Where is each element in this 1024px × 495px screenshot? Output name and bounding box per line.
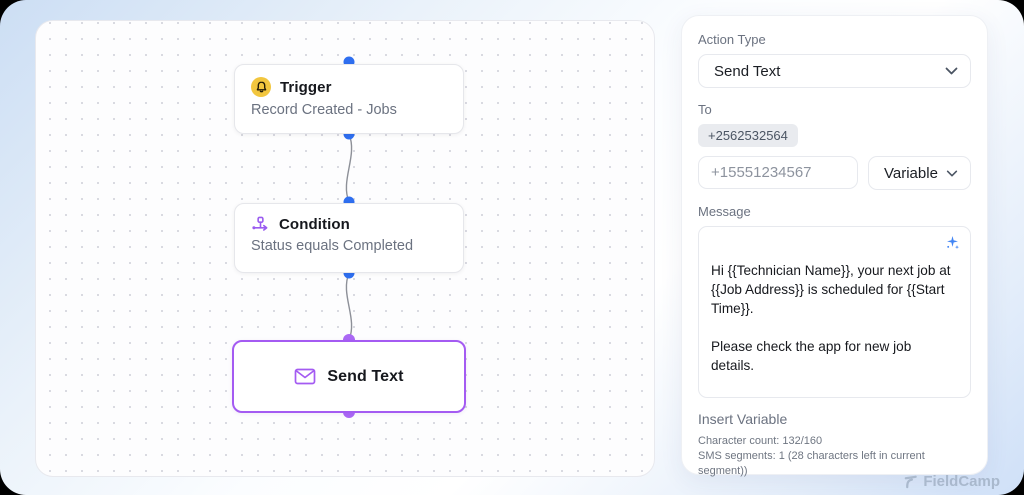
node-condition[interactable]: Condition Status equals Completed <box>234 203 464 273</box>
sms-segments: SMS segments: 1 (28 characters left in c… <box>698 450 925 477</box>
node-condition-title: Condition <box>279 216 350 233</box>
variable-select-value: Variable <box>884 164 938 182</box>
phone-number-input[interactable] <box>698 156 858 189</box>
action-config-panel: Action Type Send Text To +2562532564 Var… <box>681 15 988 477</box>
message-label: Message <box>698 204 751 219</box>
workflow-canvas[interactable]: Trigger Record Created - Jobs Condition <box>35 20 655 477</box>
insert-variable-link[interactable]: Insert Variable <box>698 411 788 427</box>
chevron-down-icon <box>945 67 958 75</box>
node-trigger-subtitle: Record Created - Jobs <box>251 102 397 118</box>
chevron-down-icon <box>946 170 958 176</box>
character-count: Character count: 132/160 <box>698 435 823 447</box>
fieldcamp-watermark-text: FieldCamp <box>923 473 1000 490</box>
fieldcamp-watermark: FieldCamp <box>903 473 1000 490</box>
node-send-text-title: Send Text <box>327 367 404 385</box>
variable-select[interactable]: Variable <box>868 156 971 190</box>
action-type-label: Action Type <box>698 32 766 47</box>
recipient-chip[interactable]: +2562532564 <box>698 124 798 147</box>
node-trigger-title: Trigger <box>280 78 332 96</box>
connector-condition-sendtext <box>345 272 353 341</box>
node-send-text[interactable]: Send Text <box>232 340 466 413</box>
node-trigger[interactable]: Trigger Record Created - Jobs <box>234 64 464 134</box>
action-type-select[interactable]: Send Text <box>698 54 971 88</box>
branch-icon <box>251 216 270 233</box>
fieldcamp-logo-icon <box>905 475 918 489</box>
message-text: Hi {{Technician Name}}, your next job at… <box>711 263 951 373</box>
to-label: To <box>698 102 712 117</box>
action-type-value: Send Text <box>714 62 781 80</box>
ai-sparkle-icon[interactable] <box>945 235 960 255</box>
node-condition-subtitle: Status equals Completed <box>251 238 414 254</box>
envelope-icon <box>294 368 316 385</box>
message-textarea[interactable]: Hi {{Technician Name}}, your next job at… <box>698 226 971 398</box>
bell-icon <box>251 77 271 97</box>
connector-trigger-condition <box>345 133 353 203</box>
